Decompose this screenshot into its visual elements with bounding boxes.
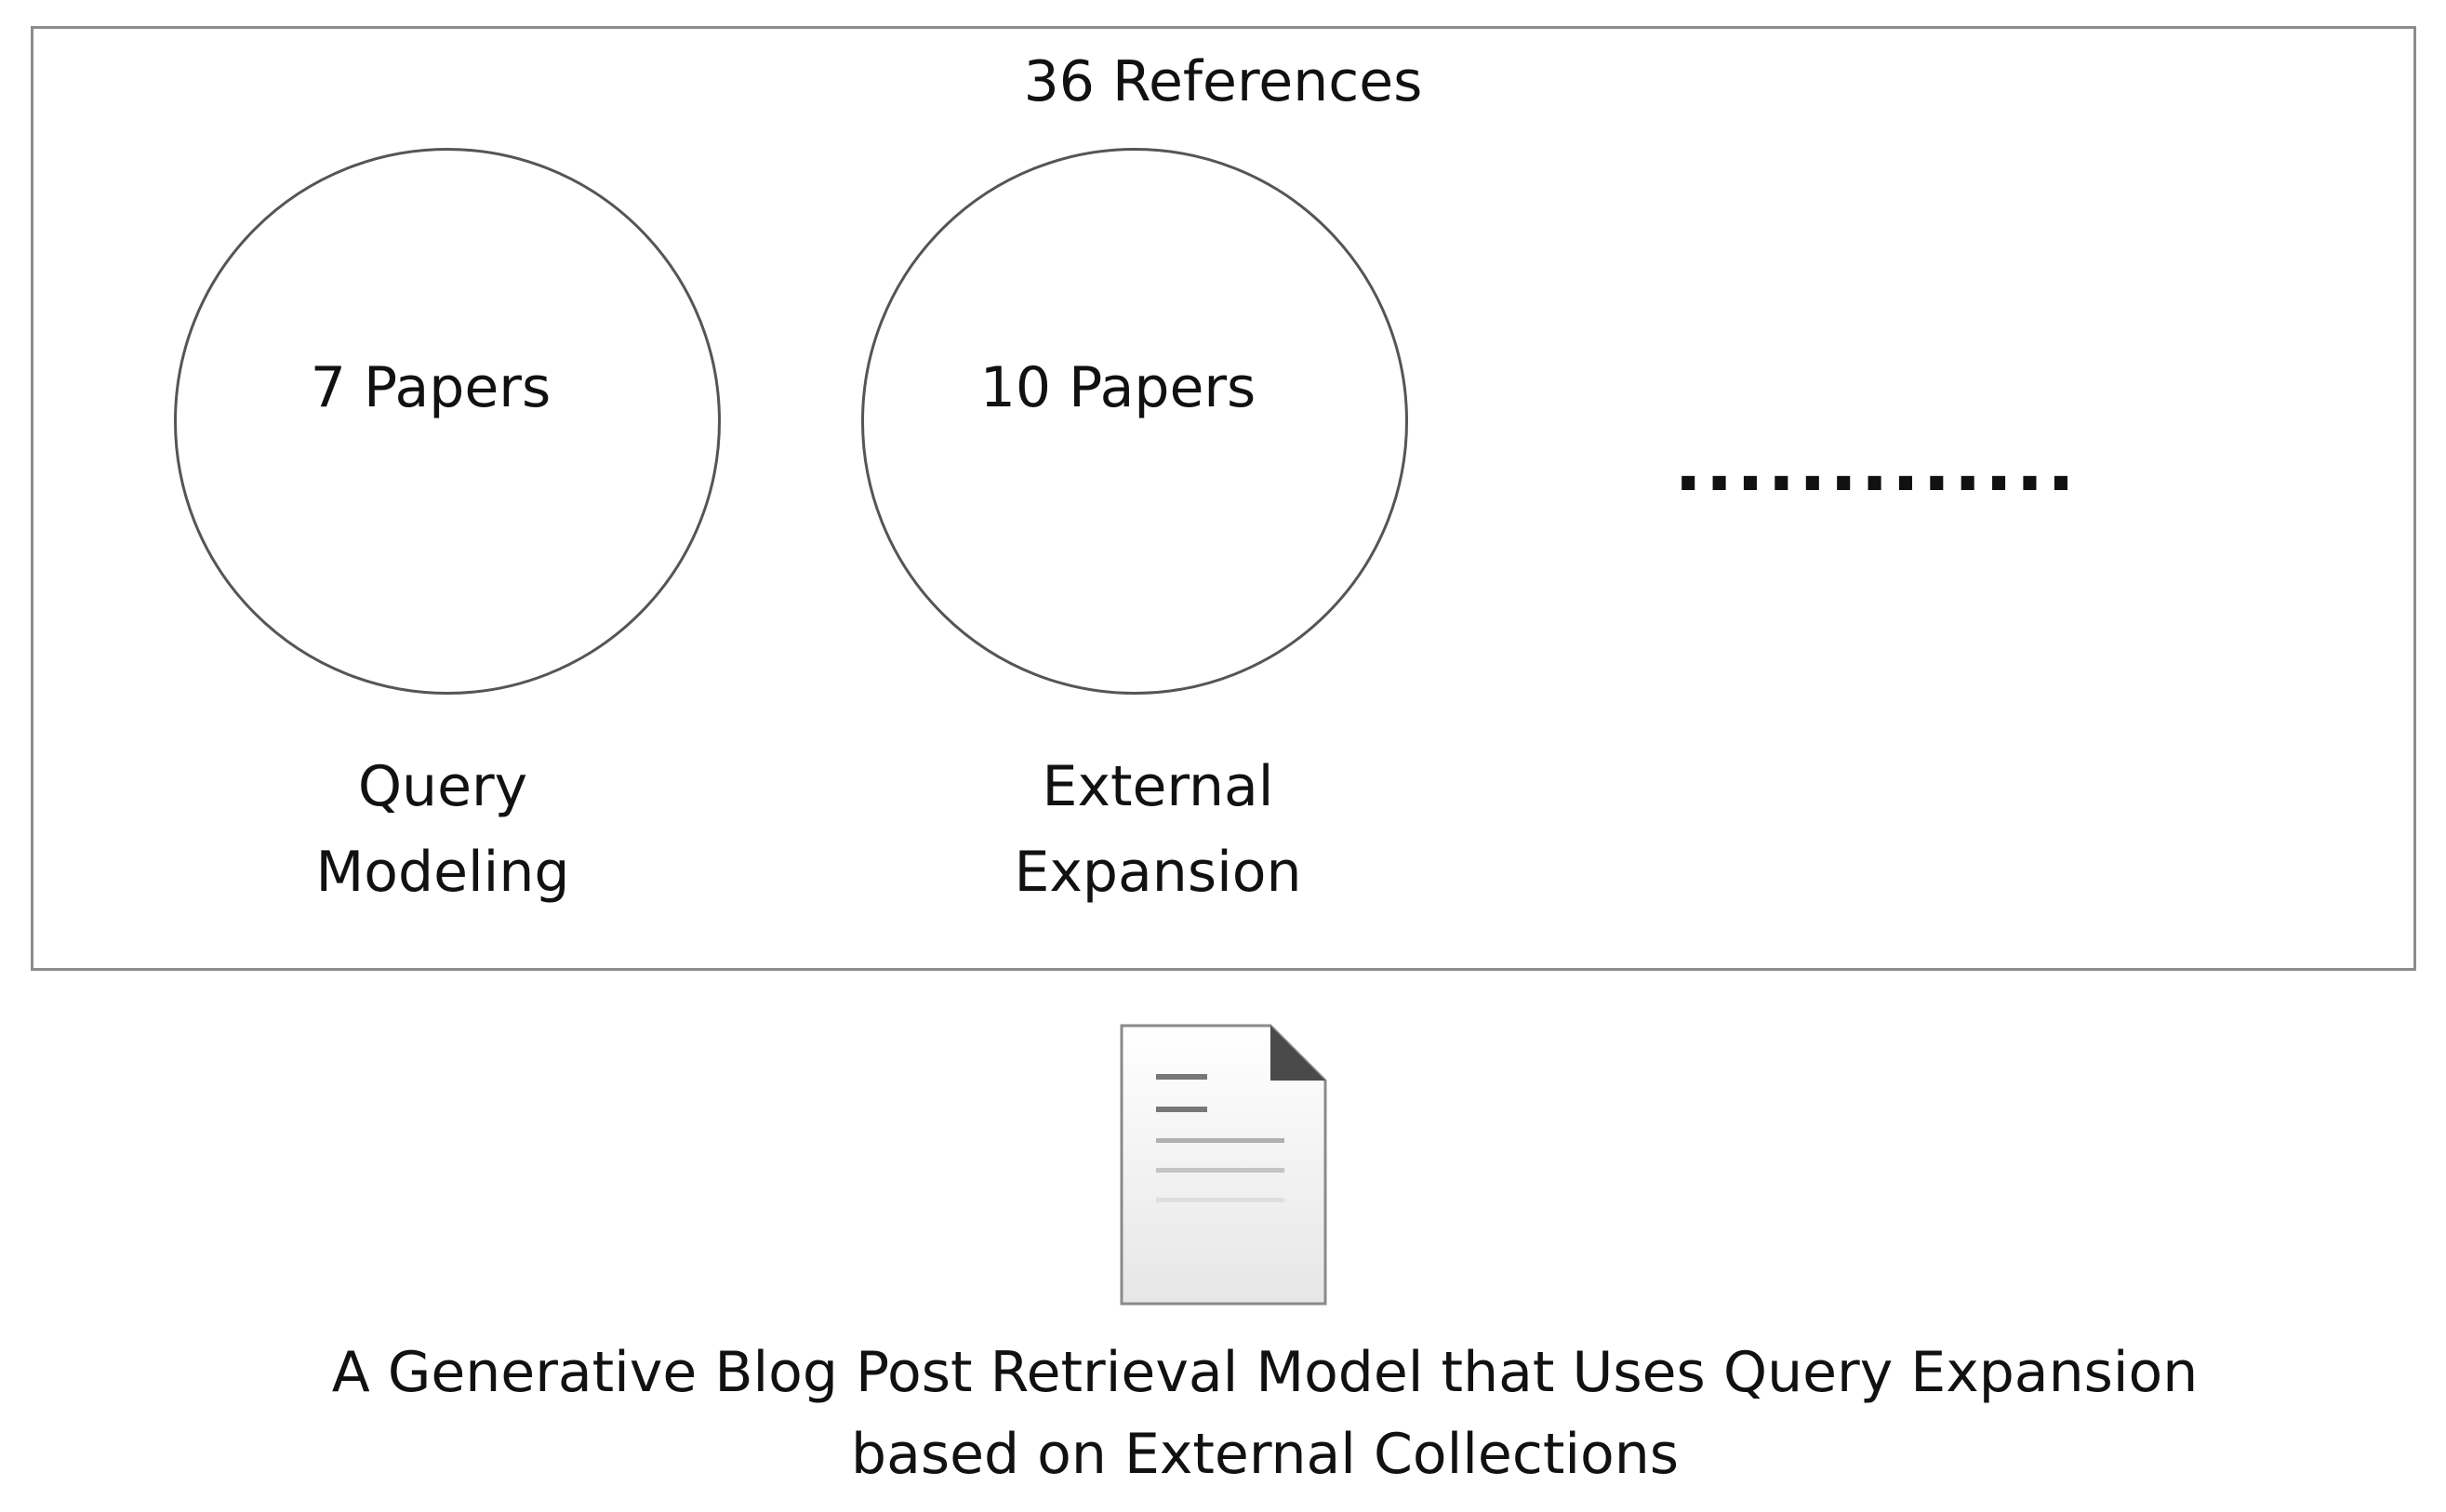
group-label-line: Expansion: [1014, 840, 1302, 905]
paper-caption: A Generative Blog Post Retrieval Model t…: [332, 1332, 2199, 1495]
group-label-external-expansion: External Expansion: [1015, 744, 1302, 915]
more-groups-ellipsis: .............: [1674, 421, 2079, 508]
group-label-line: Query: [357, 754, 528, 819]
group-label-line: Modeling: [315, 840, 570, 905]
group-circle-query-modeling: [174, 148, 721, 695]
references-frame: [31, 26, 2416, 971]
group-label-line: External: [1042, 754, 1274, 819]
group-count-query-modeling: 7 Papers: [310, 355, 552, 420]
caption-line: based on External Collections: [850, 1422, 1680, 1487]
caption-line: A Generative Blog Post Retrieval Model t…: [331, 1340, 2199, 1405]
references-title: 36 References: [1023, 49, 1423, 114]
group-count-external-expansion: 10 Papers: [979, 355, 1256, 420]
document-icon: [1120, 1024, 1327, 1306]
group-circle-external-expansion: [861, 148, 1408, 695]
group-label-query-modeling: Query Modeling: [316, 744, 570, 915]
